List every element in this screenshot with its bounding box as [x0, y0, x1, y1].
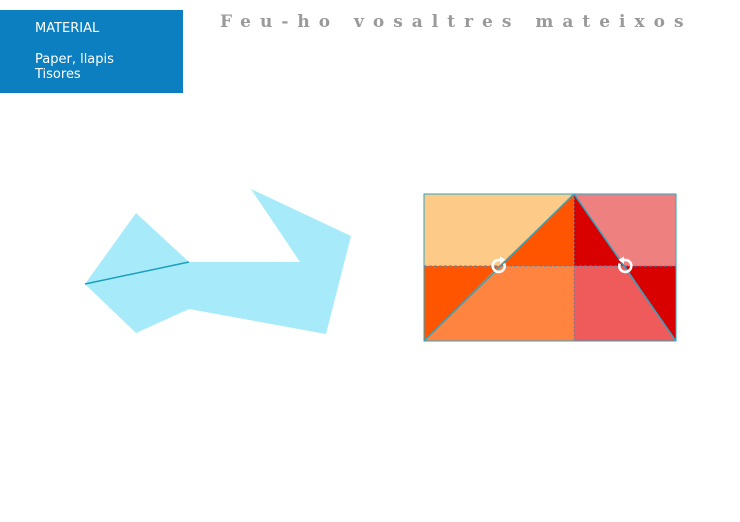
piece-bottom-coral [574, 266, 676, 341]
target-shape-polygon [85, 189, 351, 334]
rectangle-pieces [423, 193, 677, 342]
material-panel: MATERIAL Paper, llapis Tisores [0, 10, 183, 93]
target-shape-cut-line [84, 261, 190, 285]
rotate-counterclockwise-icon[interactable] [618, 256, 633, 274]
target-shape [84, 189, 351, 334]
piece-top-left [424, 194, 574, 266]
rectangle-border [423, 193, 677, 342]
material-item-scissors: Tisores [35, 67, 81, 82]
piece-top-right [574, 194, 676, 266]
rotate-clockwise-icon[interactable] [491, 256, 506, 274]
cut-line-right-diagonal [573, 193, 677, 342]
piece-bottom-middle [424, 266, 574, 341]
cut-line-left-diagonal [423, 193, 575, 342]
material-heading: MATERIAL [35, 21, 100, 36]
material-item-paper: Paper, llapis [35, 52, 114, 67]
page-title: Feu-ho vosaltres mateixos [220, 12, 693, 32]
